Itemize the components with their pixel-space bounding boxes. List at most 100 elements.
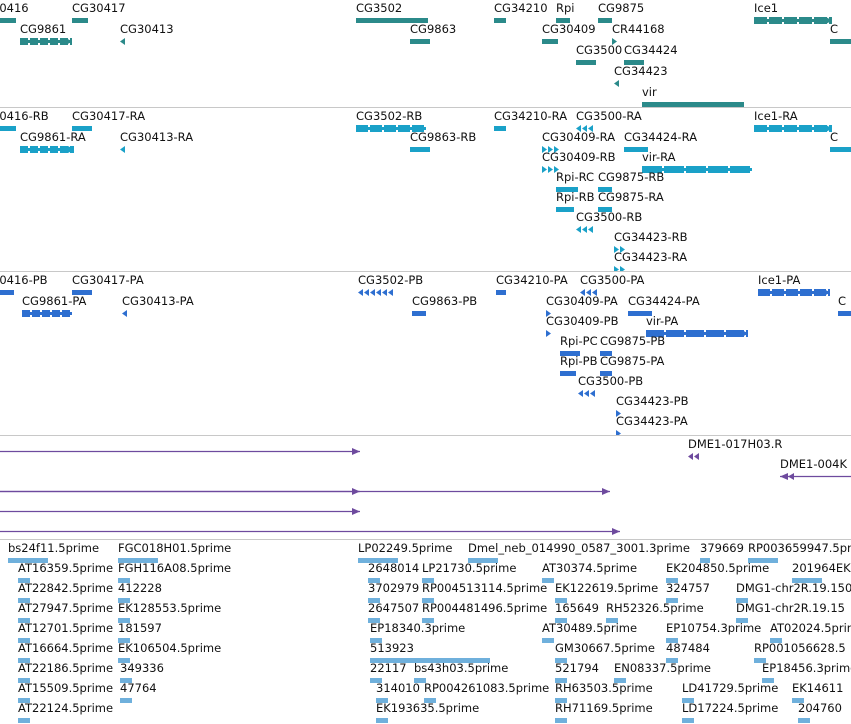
est-feature[interactable]: RP001056628.5 [754,642,846,666]
gene-feature[interactable]: CG3502 [356,2,428,26]
est-feature[interactable]: LD17224.5prime [682,702,778,724]
est-feature[interactable]: AT12701.5prime [18,622,113,646]
est-feature[interactable]: 47764 [120,682,157,706]
est-feature[interactable]: RP004261083.5prime [424,682,549,706]
est-feature[interactable]: bs43h03.5prime [414,662,508,686]
protein-feature[interactable]: CG30409-PB [546,315,619,339]
gene-feature[interactable]: C [830,23,851,47]
est-feature[interactable]: FGH116A08.5prime [118,562,231,586]
mrna-feature[interactable]: CG30417-RA [72,110,145,134]
mrna-feature[interactable]: CG3500-RA [576,110,642,134]
est-feature[interactable]: EK128553.5prime [118,602,221,626]
gene-feature[interactable]: vir [642,86,744,107]
protein-feature[interactable]: Rpi-PB [560,355,597,379]
mrna-feature[interactable]: CG3500-RB [576,211,642,235]
est-feature[interactable]: 379669 [700,542,744,566]
est-feature[interactable]: AT30489.5prime [542,622,637,646]
protein-feature[interactable]: CG34210-PA [496,274,568,298]
est-feature[interactable]: LP21730.5prime [422,562,516,586]
protein-feature[interactable]: CG34423-PA [616,415,688,435]
mrna-feature[interactable]: 30416-RB [0,110,49,134]
est-feature[interactable]: AT22186.5prime [18,662,113,686]
clone-feature[interactable]: DME1-017H03.R [688,438,782,462]
est-feature[interactable]: LP02249.5prime [358,542,452,566]
est-feature[interactable]: 412228 [118,582,162,606]
est-feature[interactable]: EN08337.5prime [614,662,711,686]
gene-feature[interactable]: Rpi [556,2,575,26]
protein-feature[interactable]: CG3502-PB [358,274,423,298]
est-feature[interactable]: LD41729.5prime [682,682,778,706]
protein-feature[interactable]: Ice1-PA [758,274,830,298]
mrna-feature[interactable]: C [830,131,851,155]
gene-feature[interactable]: CG30409 [542,23,596,47]
est-feature[interactable]: bs24f11.5prime [8,542,99,566]
gene-feature[interactable]: CG34210 [494,2,548,26]
est-feature[interactable]: DMG1-chr2R.19.15 [736,602,845,626]
mrna-feature[interactable]: CG34210-RA [494,110,567,134]
est-feature[interactable]: 349336 [120,662,164,686]
est-feature[interactable]: RH52326.5prime [606,602,704,626]
mrna-feature[interactable]: CG34423-RB [614,231,688,255]
protein-feature[interactable]: C [838,295,851,319]
gene-feature[interactable]: CG30413 [120,23,174,47]
est-feature[interactable]: RP004513114.5prime [422,582,547,606]
protein-feature[interactable]: CG30409-PA [546,295,618,319]
est-feature[interactable]: 324757 [666,582,710,606]
gene-feature[interactable]: CG34424 [624,44,678,68]
protein-feature[interactable]: 30416-PB [0,274,48,298]
mrna-feature[interactable]: CG9875-RA [598,191,664,215]
est-feature[interactable]: EK193635.5prime [376,702,479,724]
est-feature[interactable]: EP18456.3prime [762,662,851,686]
clone-feature[interactable] [0,448,360,472]
protein-feature[interactable]: CG3500-PA [580,274,644,298]
est-feature[interactable]: 513923 [370,642,490,666]
mrna-feature[interactable]: CG30409-RB [542,151,616,175]
est-feature[interactable]: 204760 [798,702,842,724]
mrna-feature[interactable]: CG34423-RA [614,251,687,271]
protein-feature[interactable]: CG3500-PB [578,375,643,399]
mrna-feature[interactable]: CG34424-RA [624,131,697,155]
est-feature[interactable]: AT02024.5prime [770,622,851,646]
est-feature[interactable]: RH71169.5prime [555,702,653,724]
mrna-feature[interactable]: CG30409-RA [542,131,615,155]
protein-feature[interactable]: CG30413-PA [122,295,194,319]
est-feature[interactable]: 165649 [555,602,599,626]
est-feature[interactable]: 314010 [376,682,420,706]
est-feature[interactable]: AT30374.5prime [542,562,637,586]
mrna-feature[interactable]: CG9861-RA [20,131,86,155]
est-feature[interactable]: AT22124.5prime [18,702,113,724]
mrna-feature[interactable]: CG9863-RB [410,131,476,155]
clone-feature[interactable]: DME1-004K [780,458,851,482]
est-feature[interactable]: RH63503.5prime [555,682,653,706]
mrna-feature[interactable]: Rpi-RC [556,171,594,195]
protein-feature[interactable]: CG34424-PA [628,295,700,319]
mrna-feature[interactable]: Rpi-RB [556,191,595,215]
est-feature[interactable]: FGC018H01.5prime [118,542,231,566]
protein-feature[interactable]: CG9861-PA [22,295,86,319]
est-feature[interactable]: EK122619.5prime [555,582,658,606]
est-feature[interactable]: AT27947.5prime [18,602,113,626]
gene-feature[interactable]: CG9875 [598,2,644,26]
est-feature[interactable]: 181597 [118,622,162,646]
gene-feature[interactable]: CG9861 [20,23,72,47]
clone-feature[interactable] [0,508,360,532]
mrna-feature[interactable]: vir-RA [642,151,752,175]
protein-feature[interactable]: CG9863-PB [412,295,477,319]
protein-feature[interactable]: vir-PA [646,315,748,339]
mrna-feature[interactable]: Ice1-RA [754,110,832,134]
protein-feature[interactable]: CG34423-PB [616,395,689,419]
est-feature[interactable]: 2648014 [368,562,419,586]
est-feature[interactable]: EK14611 [792,682,843,706]
est-feature[interactable]: AT16359.5prime [18,562,113,586]
gene-feature[interactable]: Ice1 [754,2,832,26]
est-feature[interactable]: Dmel_neb_014990_0587_3001.3prime [468,542,690,566]
est-feature[interactable]: DMG1-chr2R.19.150. [736,582,851,606]
est-feature[interactable]: AT22842.5prime [18,582,113,606]
gene-feature[interactable]: CG34423 [614,65,668,89]
est-feature[interactable]: AT15509.5prime [18,682,113,706]
gene-feature[interactable]: CG30417 [72,2,126,26]
gene-feature[interactable]: CG9863 [410,23,456,47]
est-feature[interactable]: EK204850.5prime [666,562,769,586]
protein-feature[interactable]: CG30417-PA [72,274,144,298]
protein-feature[interactable]: CG9875-PA [600,355,664,379]
